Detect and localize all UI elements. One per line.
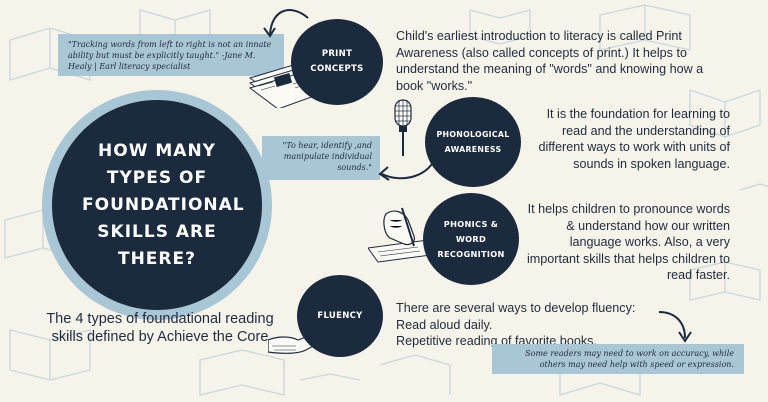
skill-circle-fluency: FLUENCY — [300, 278, 380, 354]
skill-label-phonics-word-recognition: PHONICS & WORD RECOGNITION — [437, 218, 505, 259]
skill-description-phonological-awareness: It is the foundation for learning to rea… — [538, 107, 730, 171]
fluency-note-text: Some readers may need to work on accurac… — [525, 349, 734, 369]
phonological-note: "To hear, identify ,and manipulate indiv… — [262, 136, 380, 180]
curved-arrow-icon — [263, 9, 309, 38]
fluency-line-2: Read aloud daily. — [396, 317, 493, 332]
curved-arrow-icon — [658, 311, 692, 343]
phonological-note-text: "To hear, identify ,and manipulate indiv… — [282, 141, 372, 172]
skill-circle-phonics-word-recognition: PHONICS & WORD RECOGNITION — [426, 196, 516, 282]
fluency-note: Some readers may need to work on accurac… — [492, 344, 744, 374]
skill-label-print-concepts: PRINT CONCEPTS — [310, 49, 364, 74]
microphone-illustration — [394, 99, 412, 156]
skill-description-phonics-word-recognition: It helps children to pronounce words & u… — [527, 202, 730, 282]
main-title: HOW MANY TYPES OF FOUNDATIONAL SKILLS AR… — [82, 140, 245, 269]
fluency-line-1: There are several ways to develop fluenc… — [396, 301, 636, 315]
skill-label-fluency: FLUENCY — [317, 310, 363, 321]
quote-text: "Tracking words from left to right is no… — [68, 40, 272, 71]
skill-label-phonological-awareness: PHONOLOGICAL AWARENESS — [436, 130, 510, 154]
title-circle: HOW MANY TYPES OF FOUNDATIONAL SKILLS AR… — [52, 100, 262, 310]
skill-description-print-concepts: Child's earliest introduction to literac… — [396, 29, 704, 93]
quote-note: "Tracking words from left to right is no… — [58, 34, 284, 76]
skill-circle-phonological-awareness: PHONOLOGICAL AWARENESS — [428, 100, 518, 184]
writing-hand-illustration — [368, 207, 439, 263]
subtitle: The 4 types of foundational reading skil… — [46, 311, 274, 345]
skill-circle-print-concepts: PRINT CONCEPTS — [294, 22, 380, 102]
skill-description-fluency: There are several ways to develop fluenc… — [396, 300, 686, 350]
